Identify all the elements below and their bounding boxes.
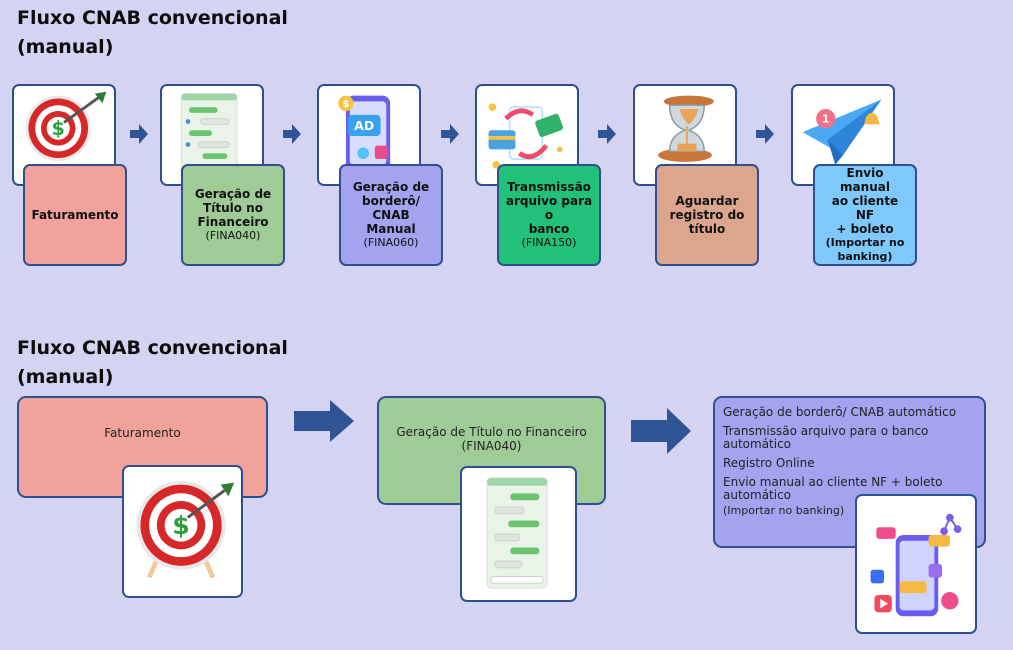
step2-code: (FINA040) [205,229,261,242]
flow2-title: Fluxo CNAB convencional (manual) [17,337,288,388]
chat-phone-icon [180,93,238,183]
flow2-item-bordero: Geração de borderô/ CNAB automático [723,405,957,419]
arrow-right-icon [598,124,616,144]
svg-text:$: $ [52,117,65,140]
step5-label: Aguardar registro do título [669,194,745,236]
step3-label: Geração de borderô/ CNAB Manual [352,180,430,236]
step6-label-box: Envio manual ao cliente NF + boleto (Imp… [813,164,917,266]
arrow-right-icon [294,400,354,442]
flow2-item-registro: Registro Online [723,456,815,470]
step3-label-box: Geração de borderô/ CNAB Manual (FINA060… [339,164,443,266]
hourglass-icon [658,95,714,162]
flow2-chat-image [460,466,577,602]
step1-label: Faturamento [31,208,119,222]
arrow-right-icon [130,124,148,144]
step1-label-box: Faturamento [23,164,127,266]
flow2-item-transmissao: Transmissão arquivo para o banco automát… [723,424,929,451]
step2-label-box: Geração de Título no Financeiro (FINA040… [181,164,285,266]
step5-label-box: Aguardar registro do título [655,164,759,266]
flow2-item-envio: Envio manual ao cliente NF + boleto auto… [723,475,943,502]
arrow-right-icon [441,124,459,144]
money-transfer-icon [488,103,563,169]
social-phone-icon [870,513,962,617]
svg-text:$: $ [172,511,189,540]
svg-text:AD: AD [354,118,374,133]
arrow-right-icon [631,408,691,454]
step6-note: (Importar no banking) [825,236,905,263]
svg-text:1: 1 [822,114,829,126]
step4-code: (FINA150) [521,236,577,249]
ad-phone-icon: AD $ [338,95,391,173]
step2-label: Geração de Título no Financeiro [194,187,272,229]
arrow-right-icon [756,124,774,144]
step4-label: Transmissão arquivo para o banco [505,180,593,236]
flow1-title: Fluxo CNAB convencional (manual) [17,7,288,58]
paper-plane-icon: 1 [802,99,882,165]
flow2-target-image: $ [122,465,243,598]
flow2-titulo-label: Geração de Título no Financeiro (FINA040… [396,425,587,453]
target-dollar-icon: $ [136,480,235,579]
chat-phone-icon [486,477,548,589]
step6-label: Envio manual ao cliente NF + boleto [831,166,899,236]
flow2-faturamento-label: Faturamento [104,426,181,440]
step3-code: (FINA060) [363,236,419,249]
svg-text:$: $ [343,99,350,110]
arrow-right-icon [283,124,301,144]
step4-label-box: Transmissão arquivo para o banco (FINA15… [497,164,601,266]
flow2-automatico-box: Geração de borderô/ CNAB automático Tran… [713,396,986,548]
flow2-social-image [855,494,977,634]
flow2-item-note: (Importar no banking) [723,504,845,517]
